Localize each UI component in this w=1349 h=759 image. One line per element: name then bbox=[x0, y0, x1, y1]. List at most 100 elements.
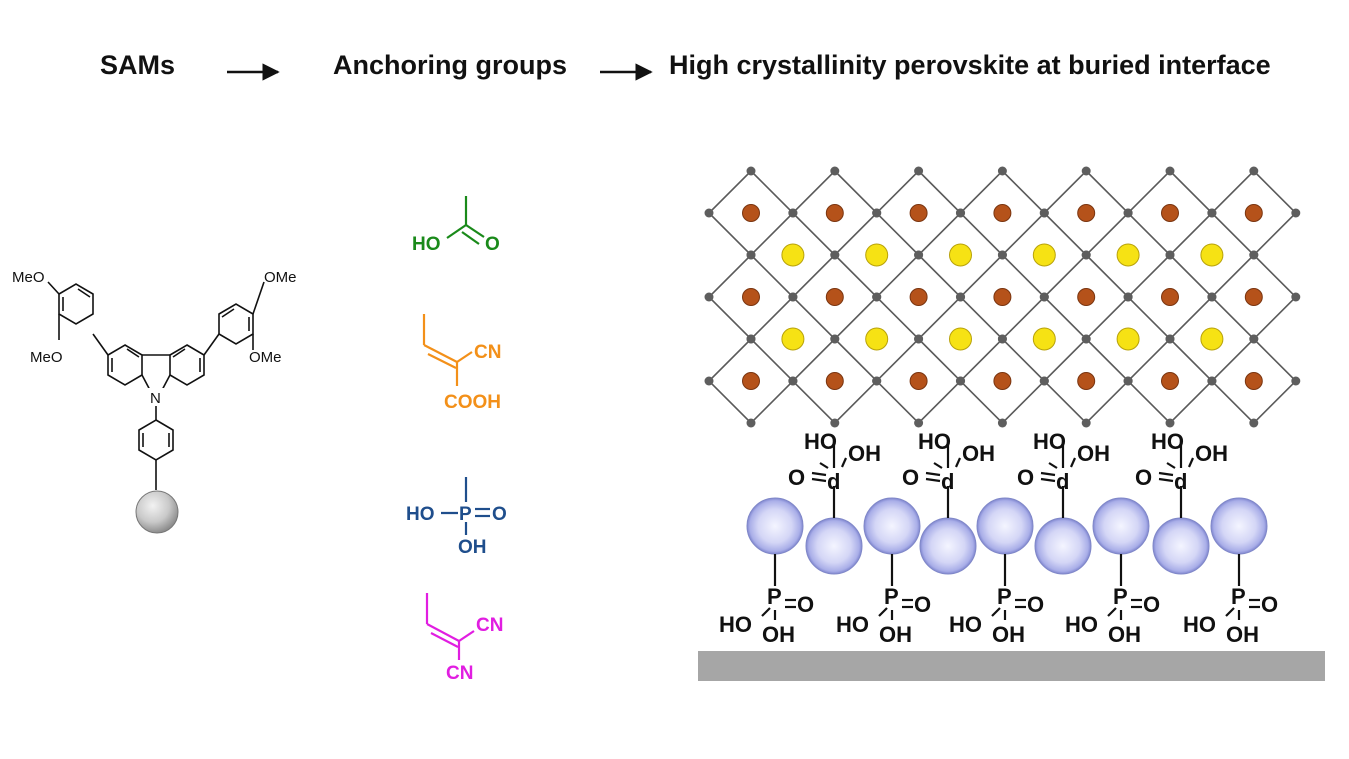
sam-headgroup-ball bbox=[1210, 497, 1268, 555]
halide-vertex bbox=[914, 418, 924, 428]
a-site-cation bbox=[742, 288, 760, 306]
anchor-ball-icon bbox=[135, 490, 179, 534]
b-site-cation bbox=[1032, 243, 1056, 267]
bond bbox=[1040, 471, 1056, 477]
upper-o-label: O bbox=[1017, 465, 1034, 490]
substrate bbox=[698, 651, 1325, 681]
halide-vertex bbox=[1081, 334, 1091, 344]
halide-vertex bbox=[704, 208, 714, 218]
halide-vertex bbox=[1207, 208, 1217, 218]
header-sams: SAMs bbox=[100, 50, 176, 80]
upper-o-label: O bbox=[902, 465, 919, 490]
cyanoacrylic-acid-group: CN COOH bbox=[422, 314, 501, 413]
sam-headgroup-ball bbox=[1152, 517, 1210, 575]
cooh-label: COOH bbox=[444, 392, 501, 413]
halide-vertex bbox=[1039, 208, 1049, 218]
bond bbox=[819, 462, 829, 469]
bond bbox=[1225, 607, 1235, 617]
sam-headgroup-ball bbox=[1034, 517, 1092, 575]
sam-molecule: MeO MeO OMe OMe N bbox=[12, 269, 297, 490]
bond bbox=[878, 607, 888, 617]
perovskite-lattice bbox=[704, 166, 1301, 428]
b-site-cation bbox=[1032, 327, 1056, 351]
sam-headgroup-ball bbox=[976, 497, 1034, 555]
lower-o-label: O bbox=[1027, 592, 1044, 617]
phosphonic-ho-label: HO bbox=[406, 504, 435, 525]
halide-vertex bbox=[1123, 376, 1133, 386]
carboxyl-ho-label: HO bbox=[412, 234, 441, 255]
lower-ho-label: HO bbox=[1065, 612, 1098, 637]
bond bbox=[933, 462, 943, 469]
upper-oh-label: OH bbox=[1195, 441, 1228, 466]
lower-ho-label: HO bbox=[1183, 612, 1216, 637]
halide-vertex bbox=[1039, 376, 1049, 386]
cyano-label-2: CN bbox=[446, 663, 473, 684]
sam-headgroup-ball bbox=[863, 497, 921, 555]
halide-vertex bbox=[1291, 208, 1301, 218]
methoxy-label-top-left: MeO bbox=[12, 269, 45, 286]
dicyanovinyl-group: CN CN bbox=[425, 593, 503, 684]
phosphonic-acid-group: HO P O OH bbox=[406, 477, 507, 558]
halide-vertex bbox=[1165, 166, 1175, 176]
halide-vertex bbox=[1081, 418, 1091, 428]
b-site-cation bbox=[1200, 243, 1224, 267]
bond bbox=[1040, 477, 1056, 483]
sam-headgroup-ball bbox=[1092, 497, 1150, 555]
bond bbox=[1158, 471, 1174, 477]
halide-vertex bbox=[830, 418, 840, 428]
a-site-cation bbox=[1161, 204, 1179, 222]
halide-vertex bbox=[1249, 418, 1259, 428]
a-site-cation bbox=[1077, 288, 1096, 306]
halide-vertex bbox=[746, 334, 756, 344]
halide-vertex bbox=[955, 292, 965, 302]
halide-vertex bbox=[1123, 292, 1133, 302]
halide-vertex bbox=[997, 166, 1007, 176]
sam-headgroup-ball bbox=[919, 517, 977, 575]
upper-ho-label: HO bbox=[804, 429, 837, 454]
a-site-cation bbox=[909, 288, 928, 306]
b-site-cation bbox=[1116, 243, 1140, 267]
phosphonic-oh-label: OH bbox=[458, 537, 487, 558]
halide-vertex bbox=[872, 292, 882, 302]
halide-vertex bbox=[872, 376, 882, 386]
halide-vertex bbox=[1081, 166, 1091, 176]
b-site-cation bbox=[865, 243, 889, 267]
halide-vertex bbox=[1249, 250, 1259, 260]
cyano-label: CN bbox=[474, 342, 501, 363]
header-perovskite: High crystallinity perovskite at buried … bbox=[669, 50, 1271, 80]
halide-vertex bbox=[704, 376, 714, 386]
lower-o-label: O bbox=[797, 592, 814, 617]
halide-vertex bbox=[704, 292, 714, 302]
lower-ho-label: HO bbox=[836, 612, 869, 637]
upper-ho-label: HO bbox=[918, 429, 951, 454]
upper-p-label: d bbox=[827, 469, 840, 494]
halide-vertex bbox=[1165, 418, 1175, 428]
bond bbox=[811, 477, 827, 483]
halide-vertex bbox=[997, 250, 1007, 260]
lower-o-label: O bbox=[914, 592, 931, 617]
bond bbox=[811, 471, 827, 477]
lower-oh-label: OH bbox=[1108, 622, 1141, 647]
lower-ho-label: HO bbox=[949, 612, 982, 637]
b-site-cation bbox=[781, 327, 805, 351]
lower-ho-label: HO bbox=[719, 612, 752, 637]
upper-oh-label: OH bbox=[962, 441, 995, 466]
halide-vertex bbox=[955, 376, 965, 386]
bond bbox=[954, 457, 962, 468]
halide-vertex bbox=[1123, 208, 1133, 218]
upper-ho-label: HO bbox=[1033, 429, 1066, 454]
bond bbox=[991, 607, 1001, 617]
bond bbox=[840, 457, 848, 468]
lower-p-label: P bbox=[1113, 584, 1128, 609]
a-site-cation bbox=[825, 288, 844, 306]
cyano-label-1: CN bbox=[476, 615, 503, 636]
bond bbox=[761, 607, 771, 617]
upper-p-label: d bbox=[941, 469, 954, 494]
halide-vertex bbox=[788, 376, 798, 386]
methoxy-label-bottom-left: MeO bbox=[30, 349, 63, 366]
a-site-cation bbox=[1244, 372, 1263, 390]
halide-vertex bbox=[1249, 166, 1259, 176]
bond bbox=[1107, 607, 1117, 617]
halide-vertex bbox=[1207, 292, 1217, 302]
